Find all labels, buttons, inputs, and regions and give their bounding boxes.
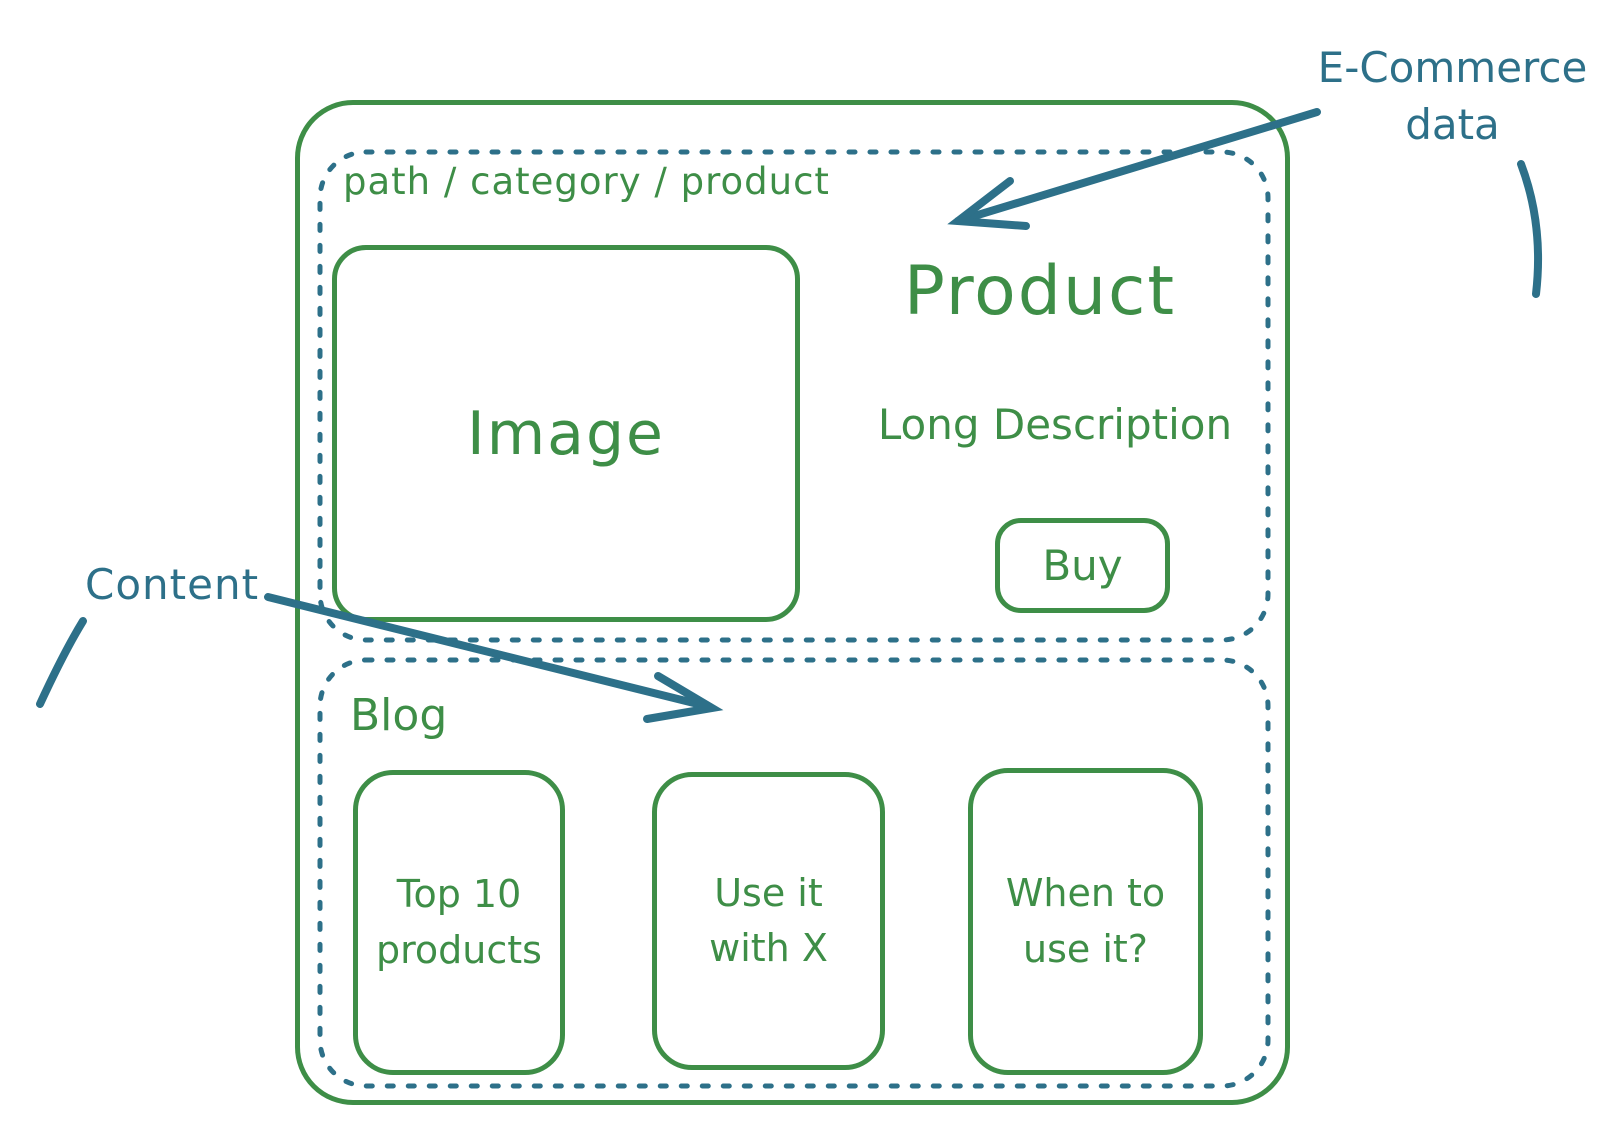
content-ink-stroke — [40, 621, 83, 704]
blog-card-when-to-use-label: When to use it? — [1005, 871, 1166, 971]
blog-card-use-it-with-x: Use it with X — [652, 772, 885, 1070]
blog-card-use-it-with-x-label: Use it with X — [709, 870, 828, 970]
ecommerce-data-annotation: E-Commerce data — [1317, 43, 1588, 149]
image-placeholder-box: Image — [332, 245, 800, 622]
product-title: Product — [903, 252, 1177, 331]
buy-button: Buy — [995, 518, 1170, 613]
blog-card-top10: Top 10 products — [353, 770, 565, 1075]
buy-button-label: Buy — [1042, 541, 1123, 590]
blog-card-when-to-use: When to use it? — [968, 768, 1203, 1075]
product-description: Long Description — [877, 400, 1233, 449]
blog-section-label: Blog — [350, 690, 448, 741]
breadcrumb: path / category / product — [343, 160, 830, 203]
ecommerce-ink-stroke — [1521, 164, 1538, 294]
content-annotation: Content — [85, 560, 260, 609]
blog-card-top10-label: Top 10 products — [376, 872, 542, 972]
image-placeholder-label: Image — [467, 398, 665, 469]
